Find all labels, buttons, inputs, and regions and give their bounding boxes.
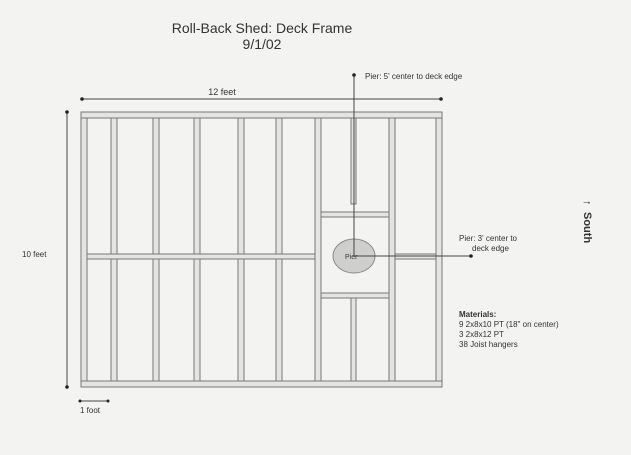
width-dimension: 12 feet — [80, 87, 443, 101]
diagram-date: 9/1/02 — [243, 36, 282, 52]
blocking — [86, 211, 437, 299]
orientation-indicator: ↑ South — [581, 200, 593, 243]
materials-heading: Materials: — [459, 310, 496, 319]
deck-frame — [80, 111, 443, 388]
north-arrow-icon: ↑ — [581, 200, 593, 206]
orientation-label: South — [581, 212, 593, 243]
rim-joist-top — [80, 111, 443, 119]
height-dimension: 10 feet — [22, 110, 69, 389]
pier-label: Pier — [345, 254, 358, 261]
pier-note-side-line2: deck edge — [472, 244, 509, 253]
materials-item: 38 Joist hangers — [459, 340, 518, 349]
joists — [80, 117, 443, 382]
materials-item: 9 2x8x10 PT (18" on center) — [459, 320, 559, 329]
pier-note-top: Pier: 5' center to deck edge — [365, 72, 463, 81]
width-label: 12 feet — [208, 87, 236, 97]
diagram-title: Roll-Back Shed: Deck Frame — [172, 20, 353, 36]
materials-list: Materials: 9 2x8x10 PT (18" on center) 3… — [459, 310, 559, 349]
height-label: 10 feet — [22, 250, 47, 259]
scale-label: 1 foot — [80, 406, 101, 415]
pier-note-side-line1: Pier: 3' center to — [459, 234, 518, 243]
scale-bar: 1 foot — [78, 399, 110, 415]
pier: Pier — [332, 73, 473, 274]
materials-item: 3 2x8x12 PT — [459, 330, 504, 339]
rim-joist-bottom — [80, 380, 443, 388]
